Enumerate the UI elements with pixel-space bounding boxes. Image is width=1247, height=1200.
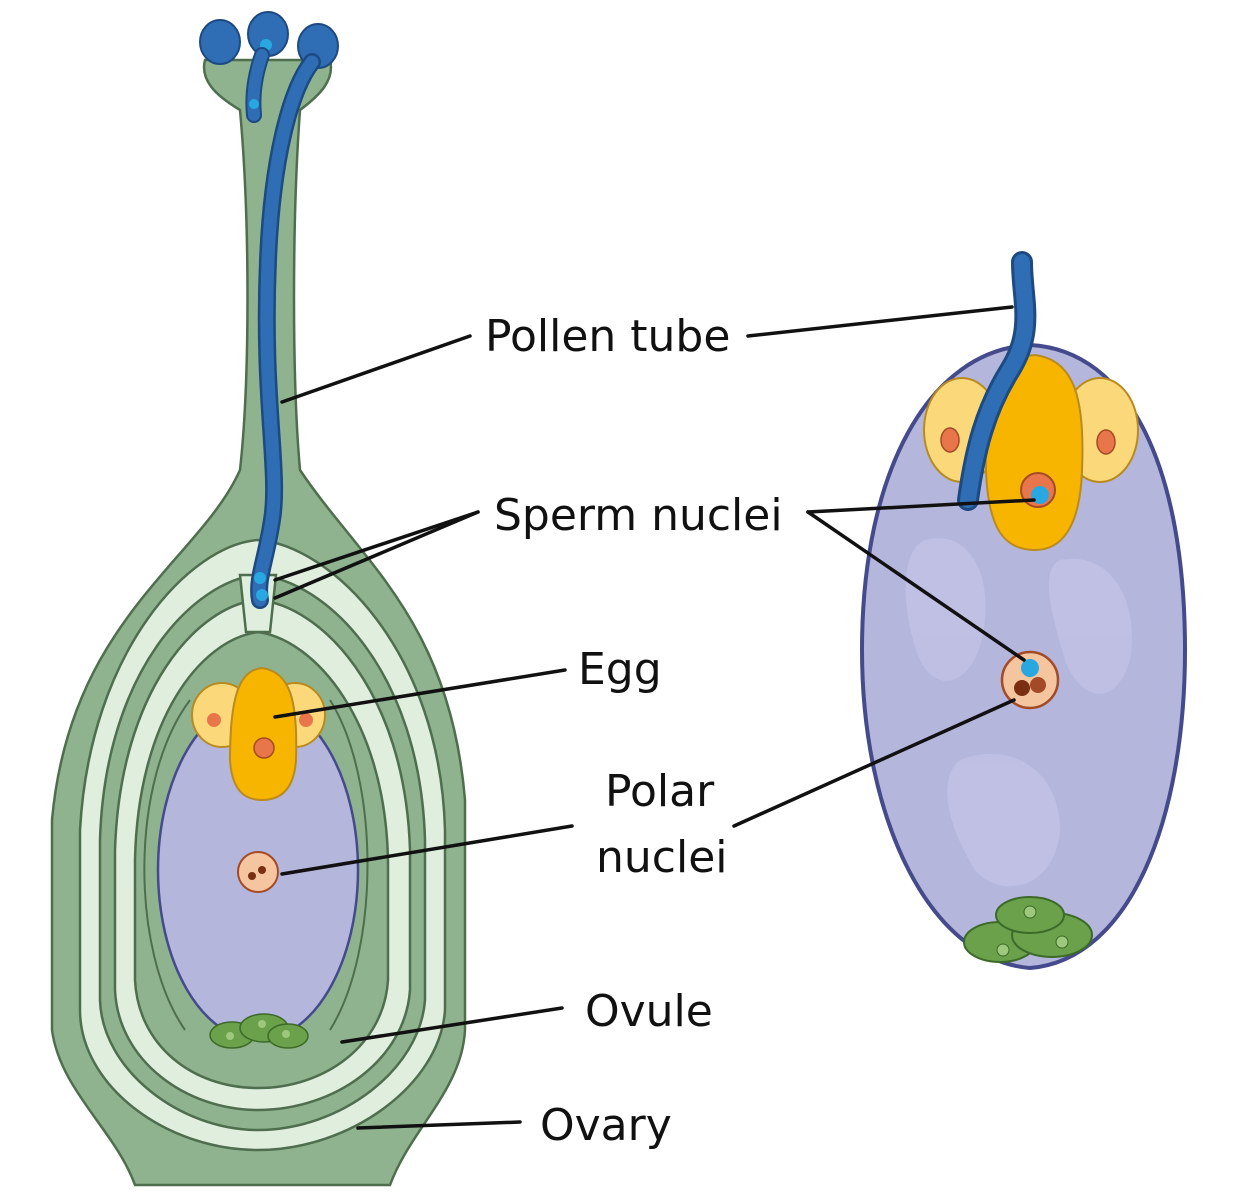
sperm-cell-left-2 [256,589,268,601]
label-polar-line1: Polar [605,766,715,817]
label-pollen-tube: Pollen tube [485,311,730,362]
leader-egg [273,668,567,719]
tube-nucleus-short [249,99,259,109]
synergid-nucleus-r2 [1096,429,1116,455]
leader-pollen-tube-right [746,305,1014,338]
leader-sperm-left-2 [273,510,480,600]
antipodals-right [963,896,1093,963]
leader-polar-left [280,824,574,876]
polar-nuclei-right [1000,650,1060,710]
egg-cell-left [228,666,298,802]
antipodals-left [209,1013,309,1049]
synergid-nucleus-2 [299,713,313,727]
pollen-tube-short-fill [247,49,268,121]
pollen-tube-long-fill [252,55,319,607]
embryo-sac-detail [859,251,1188,971]
leader-ovule [340,1006,564,1044]
leader-ovary [356,1120,522,1130]
sperm-cell-left-1 [254,572,266,584]
egg-nucleus-left [253,737,275,759]
label-egg: Egg [578,644,662,695]
leader-sperm-right-1 [806,498,1036,514]
leader-pollen-tube-left [280,334,472,404]
leader-sperm-left-1 [273,510,480,582]
leader-sperm-right-2 [806,510,1026,662]
leader-lines [273,305,1036,1130]
label-ovary: Ovary [540,1100,672,1151]
integument-lines [143,699,369,1031]
polar-nuclei-left [237,851,279,893]
polar-nucleus-r-b [1030,677,1046,693]
polar-nucleus-a [248,872,256,880]
label-ovule: Ovule [585,986,713,1037]
carpel [50,11,467,1187]
synergid-nucleus-1 [207,713,221,727]
label-polar-line2: nuclei [596,832,727,883]
sperm-fusing-polar [1021,659,1039,677]
polar-nucleus-r-a [1014,680,1030,696]
leader-polar-right [732,698,1016,828]
cytoplasm-patches [905,538,1132,887]
label-sperm-nuclei: Sperm nuclei [494,490,783,541]
polar-nucleus-b [258,866,266,874]
pollen-tube-right [960,254,1034,508]
synergid-nucleus-r1 [940,427,960,453]
